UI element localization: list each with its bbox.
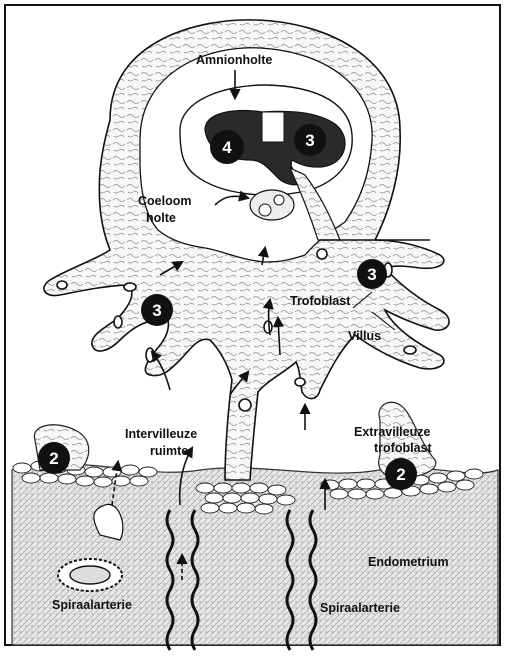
marker-3-embryo: 3 <box>294 124 326 156</box>
label-extravilleuze-trofoblast: trofoblast <box>374 441 432 455</box>
svg-text:2: 2 <box>396 465 405 484</box>
marker-2-right: 2 <box>385 458 417 490</box>
spiral-artery-cross-section <box>58 559 122 591</box>
marker-4: 4 <box>210 130 244 164</box>
endometrium-layer <box>12 461 498 645</box>
svg-text:3: 3 <box>367 265 376 284</box>
label-holte: holte <box>146 211 176 225</box>
label-extravilleuze: Extravilleuze <box>354 425 430 439</box>
primordial-cell-cluster <box>262 112 284 142</box>
svg-text:3: 3 <box>305 131 314 150</box>
svg-text:3: 3 <box>152 301 161 320</box>
marker-3-left: 3 <box>141 294 173 326</box>
svg-text:4: 4 <box>222 138 232 157</box>
label-intervilleuze: Intervilleuze <box>125 427 197 441</box>
label-spiraalarterie-right: Spiraalarterie <box>320 601 400 615</box>
yolk-sac <box>250 190 294 220</box>
label-villus: Villus <box>348 329 381 343</box>
marker-2-left: 2 <box>38 442 70 474</box>
label-endometrium: Endometrium <box>368 555 449 569</box>
label-coeloom: Coeloom <box>138 194 191 208</box>
svg-text:2: 2 <box>49 449 58 468</box>
label-ruimte: ruimte <box>150 444 188 458</box>
label-amnionholte: Amnionholte <box>196 53 272 67</box>
label-trofoblast: Trofoblast <box>290 294 351 308</box>
marker-3-right: 3 <box>357 259 387 289</box>
label-spiraalarterie-left: Spiraalarterie <box>52 598 132 612</box>
